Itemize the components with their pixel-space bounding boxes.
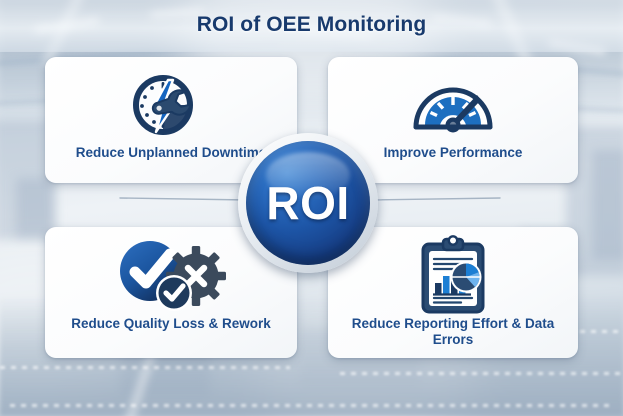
page-title: ROI of OEE Monitoring [196, 13, 427, 36]
speedometer-gauge-icon [328, 69, 578, 141]
background-machinery [592, 150, 623, 260]
clock-lightning-wrench-icon [45, 69, 297, 141]
benefit-card-reduce-reporting-effort-data-errors[interactable]: Reduce Reporting Effort & Data Errors [328, 227, 578, 358]
benefit-card-label: Reduce Reporting Effort & Data Errors [351, 316, 555, 347]
benefit-card-reduce-unplanned-downtime[interactable]: Reduce Unplanned Downtime [45, 57, 297, 183]
background-detail-line [10, 404, 610, 407]
benefit-card-improve-performance[interactable]: Improve Performance [328, 57, 578, 183]
title-banner [0, 0, 623, 52]
roi-center-label: ROI [266, 177, 350, 229]
clipboard-charts-icon [328, 233, 578, 319]
background-detail-line [340, 372, 623, 375]
connector-line-aux-left [119, 197, 249, 201]
benefit-card-label: Reduce Unplanned Downtime [75, 145, 267, 160]
checkmark-gear-icon [45, 237, 297, 315]
benefit-card-label: Improve Performance [383, 145, 523, 160]
connector-line-aux-right [369, 197, 501, 201]
roi-center-node[interactable]: ROI [238, 133, 378, 273]
benefit-card-reduce-quality-loss-rework[interactable]: Reduce Quality Loss & Rework [45, 227, 297, 358]
roi-circle-gloss [265, 152, 351, 200]
benefit-card-label: Reduce Quality Loss & Rework [71, 316, 271, 331]
background-detail-line [0, 366, 290, 369]
roi-circle-disc [246, 141, 370, 265]
background-machinery [0, 120, 52, 240]
